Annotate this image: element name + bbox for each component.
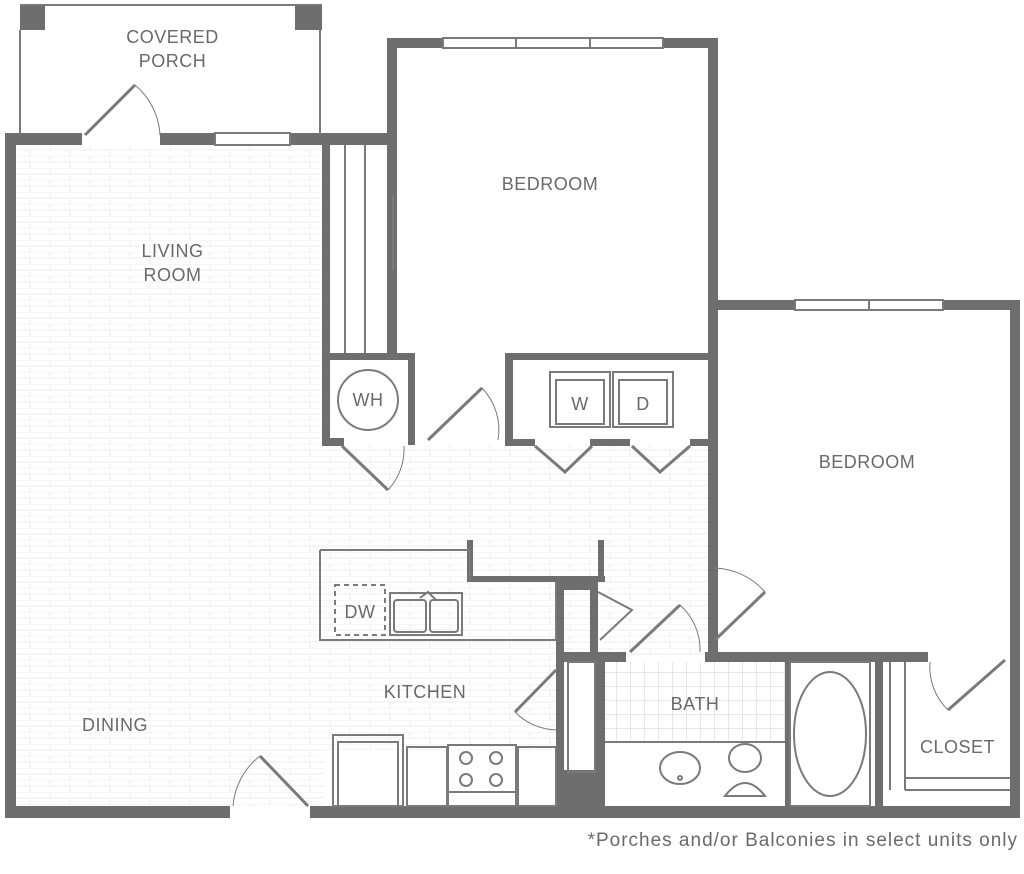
counter: [517, 746, 557, 807]
bath-label: BATH: [670, 694, 720, 714]
label-line: ROOM: [143, 265, 202, 285]
laundry-bifold-doors: [534, 444, 691, 475]
label-line: LIVING: [141, 241, 204, 261]
footnote: *Porches and/or Balconies in select unit…: [587, 830, 1018, 851]
faucet: [419, 590, 437, 601]
fixtures-and-doors: [19, 4, 1010, 808]
porch-outline: [19, 4, 322, 135]
bedroom-2-door: [713, 590, 767, 642]
window: [442, 37, 664, 49]
label-line: PORCH: [138, 51, 207, 71]
pantry-door: [513, 668, 558, 714]
bathtub: [789, 661, 871, 807]
water-heater-label: WH: [352, 390, 384, 410]
dishwasher: [334, 584, 386, 636]
washer-label: W: [571, 394, 589, 414]
dryer-label: D: [636, 394, 650, 414]
bedroom-2-label: BEDROOM: [818, 452, 916, 472]
label-line: COVERED: [126, 27, 219, 47]
closet-label: CLOSET: [919, 737, 996, 757]
washer: [549, 371, 611, 428]
water-heater: [337, 369, 399, 431]
living-room-label: LIVING ROOM: [110, 239, 235, 287]
dishwasher-label: DW: [344, 602, 376, 622]
entry-door: [258, 754, 310, 808]
closet-rods: [344, 145, 394, 353]
kitchen-island: [319, 549, 557, 641]
kitchen-label: KITCHEN: [383, 682, 467, 702]
bedroom-1-label: BEDROOM: [501, 174, 599, 194]
dryer: [612, 371, 674, 428]
stove: [447, 744, 517, 807]
kitchen-floor: [325, 640, 560, 750]
window: [214, 132, 291, 146]
counter: [406, 746, 448, 807]
covered-porch-label: COVERED PORCH: [100, 25, 245, 73]
pantry-shelf: [567, 661, 596, 773]
closet-shelving: [889, 662, 1010, 791]
bath-sink: [659, 751, 701, 785]
dining-label: DINING: [82, 715, 148, 735]
bedroom-1-door: [426, 386, 484, 442]
toilet: [728, 743, 762, 773]
living-floor: [15, 145, 325, 807]
bath-door: [628, 603, 682, 654]
closet-door: [947, 658, 1006, 712]
porch-door: [83, 83, 137, 137]
linen-door: [597, 591, 634, 641]
wh-door: [340, 444, 390, 492]
walls: [5, 5, 1020, 818]
bath-floor: [605, 662, 785, 742]
